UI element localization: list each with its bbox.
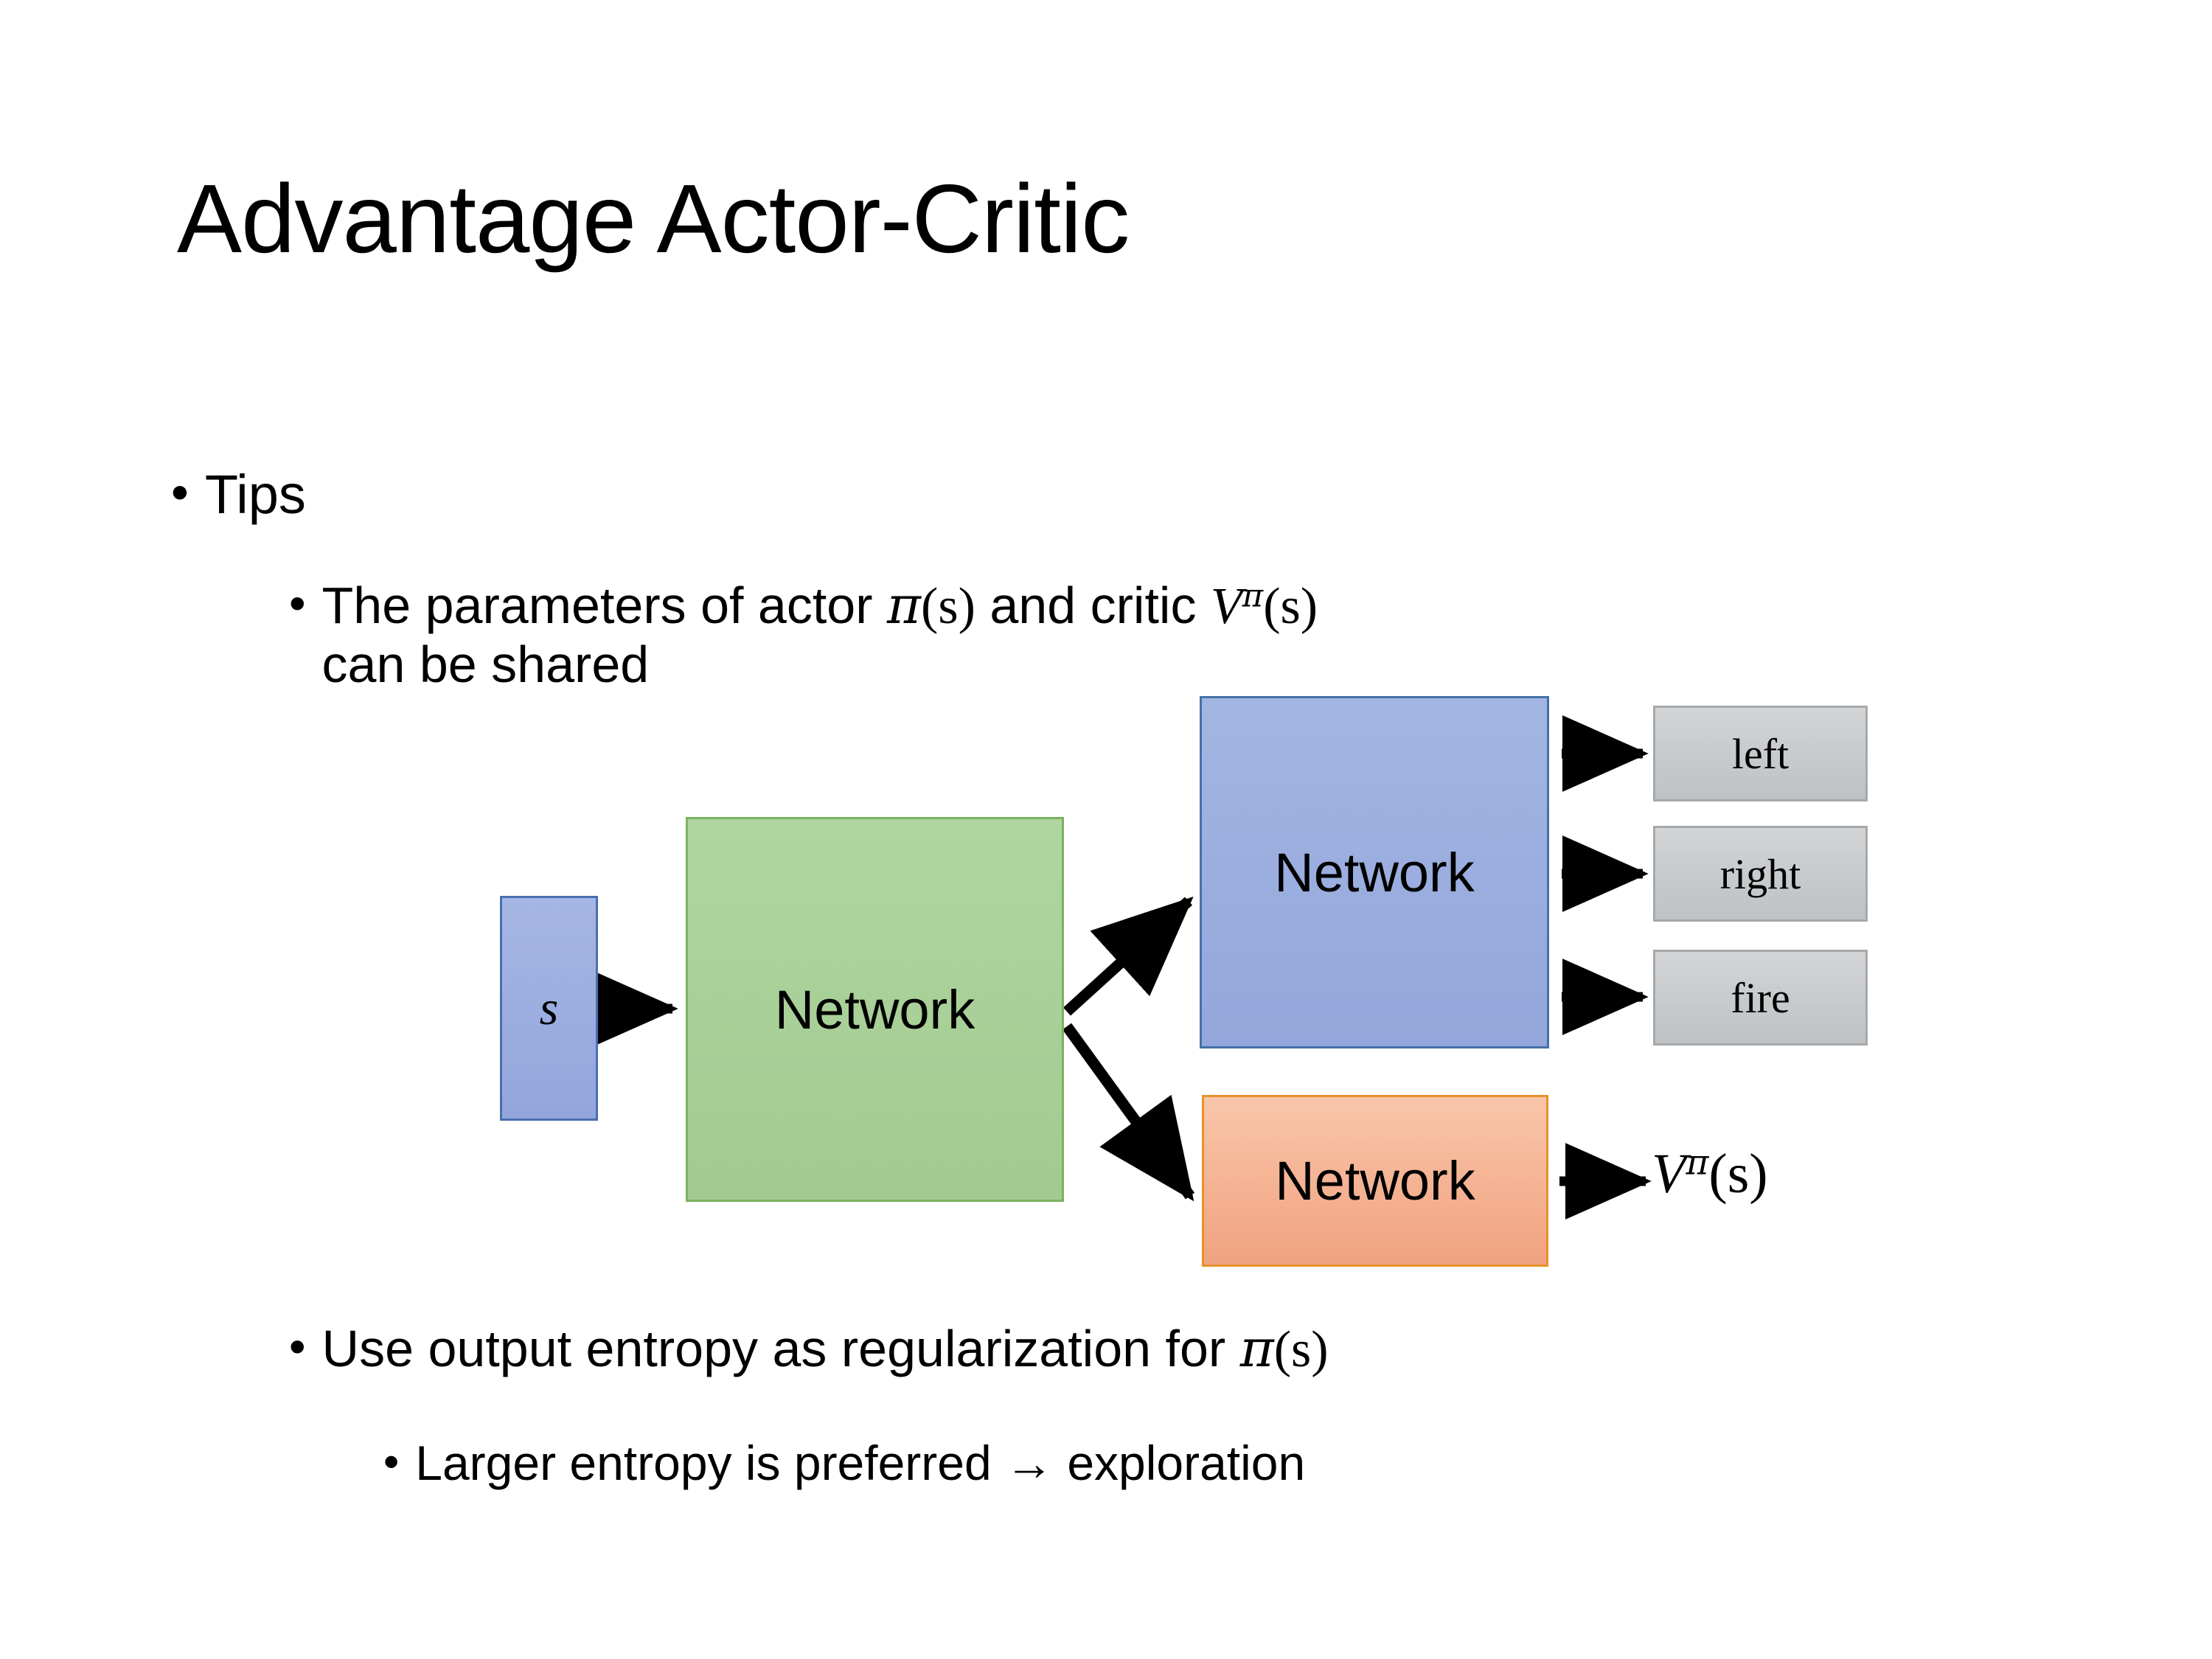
critic-v-symbol: V <box>1210 578 1242 635</box>
actor-argument: (s) <box>921 578 975 635</box>
bullet-marker-icon: • <box>289 1320 306 1373</box>
shared-network-box[interactable]: Network <box>686 817 1064 1202</box>
action-output-fire[interactable]: fire <box>1653 950 1868 1046</box>
action-output-left-label: left <box>1731 729 1790 778</box>
shared-network-label: Network <box>774 978 975 1040</box>
state-input-box[interactable]: s <box>500 896 598 1121</box>
critic-network-box[interactable]: Network <box>1202 1095 1548 1267</box>
bullet-tips: • Tips <box>171 464 306 526</box>
action-output-left[interactable]: left <box>1653 706 1868 801</box>
shared-text-line2: can be shared <box>321 636 650 694</box>
critic-network-label: Network <box>1275 1150 1475 1211</box>
value-argument: (s) <box>1708 1143 1768 1205</box>
bullet-tips-label: Tips <box>204 464 306 525</box>
value-pi-superscript: π <box>1686 1142 1709 1183</box>
value-function-output-label: Vπ(s) <box>1652 1141 1768 1206</box>
action-output-right-label: right <box>1719 849 1801 898</box>
value-v-symbol: V <box>1652 1143 1686 1205</box>
actor-network-box[interactable]: Network <box>1200 696 1549 1048</box>
bullet-larger-entropy: • Larger entropy is preferred → explorat… <box>383 1436 2079 1491</box>
critic-argument: (s) <box>1263 578 1318 635</box>
bullet-entropy-label: Use output entropy as regularization for… <box>322 1320 2073 1379</box>
bullet-shared-parameters: • The parameters of actor π(s) and criti… <box>289 577 2059 694</box>
shared-text-prefix: The parameters of actor <box>321 577 887 634</box>
bullet-shared-label: The parameters of actor π(s) and critic … <box>322 577 2059 694</box>
bullet-marker-icon: • <box>289 577 306 630</box>
entropy-pi-symbol: π <box>1239 1318 1274 1379</box>
arrow-shared-to-actor <box>1062 896 1194 1016</box>
bullet-entropy-regularization: • Use output entropy as regularization f… <box>289 1320 2073 1379</box>
action-output-right[interactable]: right <box>1653 826 1868 922</box>
action-output-fire-label: fire <box>1731 973 1790 1022</box>
bullet-larger-label: Larger entropy is preferred → exploratio… <box>415 1436 1306 1490</box>
state-label: s <box>539 981 559 1035</box>
page-title: Advantage Actor-Critic <box>177 164 1130 273</box>
arrow-shared-to-critic <box>1062 1023 1195 1202</box>
bullet-marker-icon: • <box>171 465 189 521</box>
shared-text-middle: and critic <box>975 577 1211 634</box>
entropy-text-prefix: Use output entropy as regularization for <box>321 1320 1240 1377</box>
critic-pi-superscript: π <box>1242 577 1264 615</box>
actor-pi-symbol: π <box>887 575 922 636</box>
actor-network-label: Network <box>1274 841 1475 903</box>
entropy-argument: (s) <box>1273 1321 1329 1378</box>
bullet-marker-icon: • <box>383 1436 400 1486</box>
